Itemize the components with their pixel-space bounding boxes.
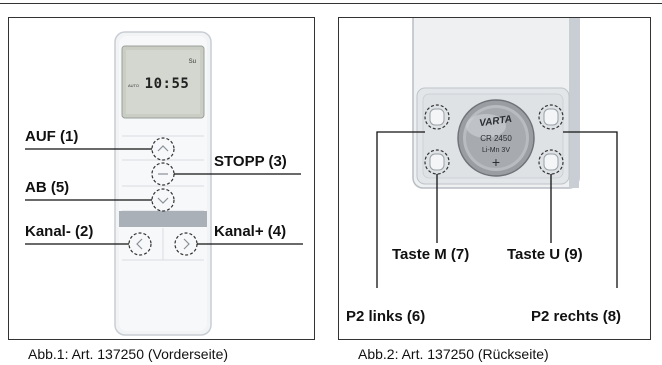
- label-kanal-minus: Kanal- (2): [25, 223, 94, 240]
- key-p2-rechts-marker: [538, 104, 564, 130]
- remote-front-illustration: Su AUTO 10:55: [25, 31, 303, 336]
- leader-p2-rechts: [563, 131, 618, 288]
- button-kanal-minus-marker: [128, 232, 152, 256]
- label-auf: AUF (1): [25, 128, 79, 145]
- key-taste-u-marker: [538, 149, 564, 175]
- display-day: Su: [189, 59, 196, 65]
- battery-brand: VARTA: [479, 114, 513, 129]
- battery-model: CR 2450: [480, 134, 512, 143]
- chevron-right-icon: [183, 238, 190, 250]
- key-taste-m-marker: [424, 149, 450, 175]
- channel-band: [119, 211, 207, 227]
- figure1-caption: Abb.1: Art. 137250 (Vorderseite): [28, 346, 229, 362]
- key-p2-links-marker: [424, 104, 450, 130]
- label-kanal-plus: Kanal+ (4): [214, 223, 287, 240]
- arrow-down-icon: [157, 197, 169, 204]
- display-mode: AUTO: [128, 83, 139, 88]
- arrow-up-icon: [157, 145, 169, 152]
- label-taste-m: Taste M (7): [392, 246, 470, 263]
- label-p2-rechts: P2 rechts (8): [531, 308, 622, 325]
- remote-back-illustration: VARTA CR 2450 Li-Mn 3V +: [376, 18, 618, 288]
- back-view-panel: VARTA CR 2450 Li-Mn 3V + Taste M (7) Tas…: [338, 17, 651, 340]
- leader-p2-links: [376, 131, 425, 288]
- figure2-caption: Abb.2: Art. 137250 (Rückseite): [358, 346, 549, 362]
- button-ab-marker: [151, 188, 175, 212]
- display-time: 10:55: [145, 76, 190, 92]
- chevron-left-icon: [136, 238, 143, 250]
- battery-chemistry-voltage: Li-Mn 3V: [482, 147, 510, 154]
- battery-polarity: +: [492, 154, 500, 170]
- label-stopp: STOPP (3): [214, 153, 287, 170]
- label-p2-links: P2 links (6): [346, 308, 426, 325]
- label-ab: AB (5): [25, 179, 70, 196]
- front-view-panel: Su AUTO 10:55: [8, 17, 315, 340]
- button-auf-marker: [151, 137, 175, 161]
- label-taste-u: Taste U (9): [507, 246, 583, 263]
- top-rule: [0, 3, 662, 4]
